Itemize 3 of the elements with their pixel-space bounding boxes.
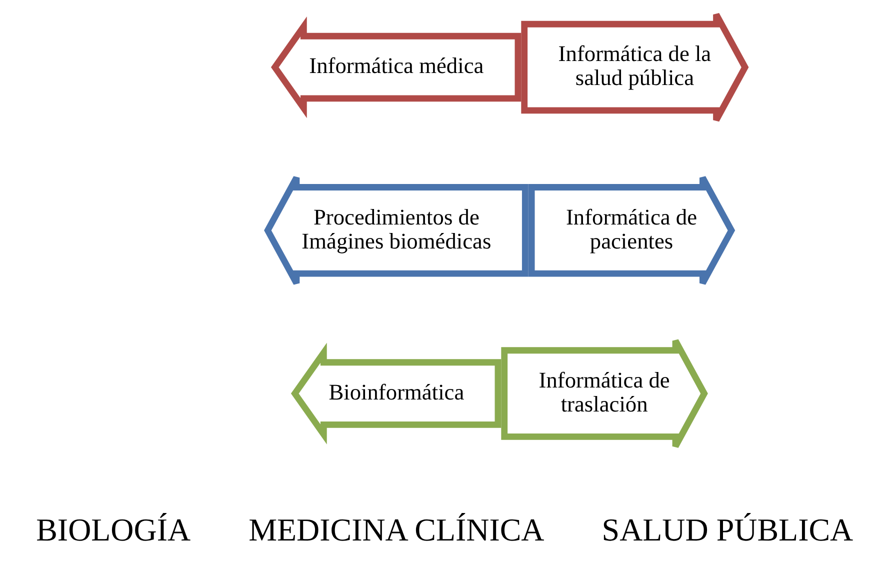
label: BIOLOGÍA xyxy=(36,512,191,548)
label: SALUD PÚBLICA xyxy=(602,512,854,548)
label: MEDICINA CLÍNICA xyxy=(248,512,544,548)
